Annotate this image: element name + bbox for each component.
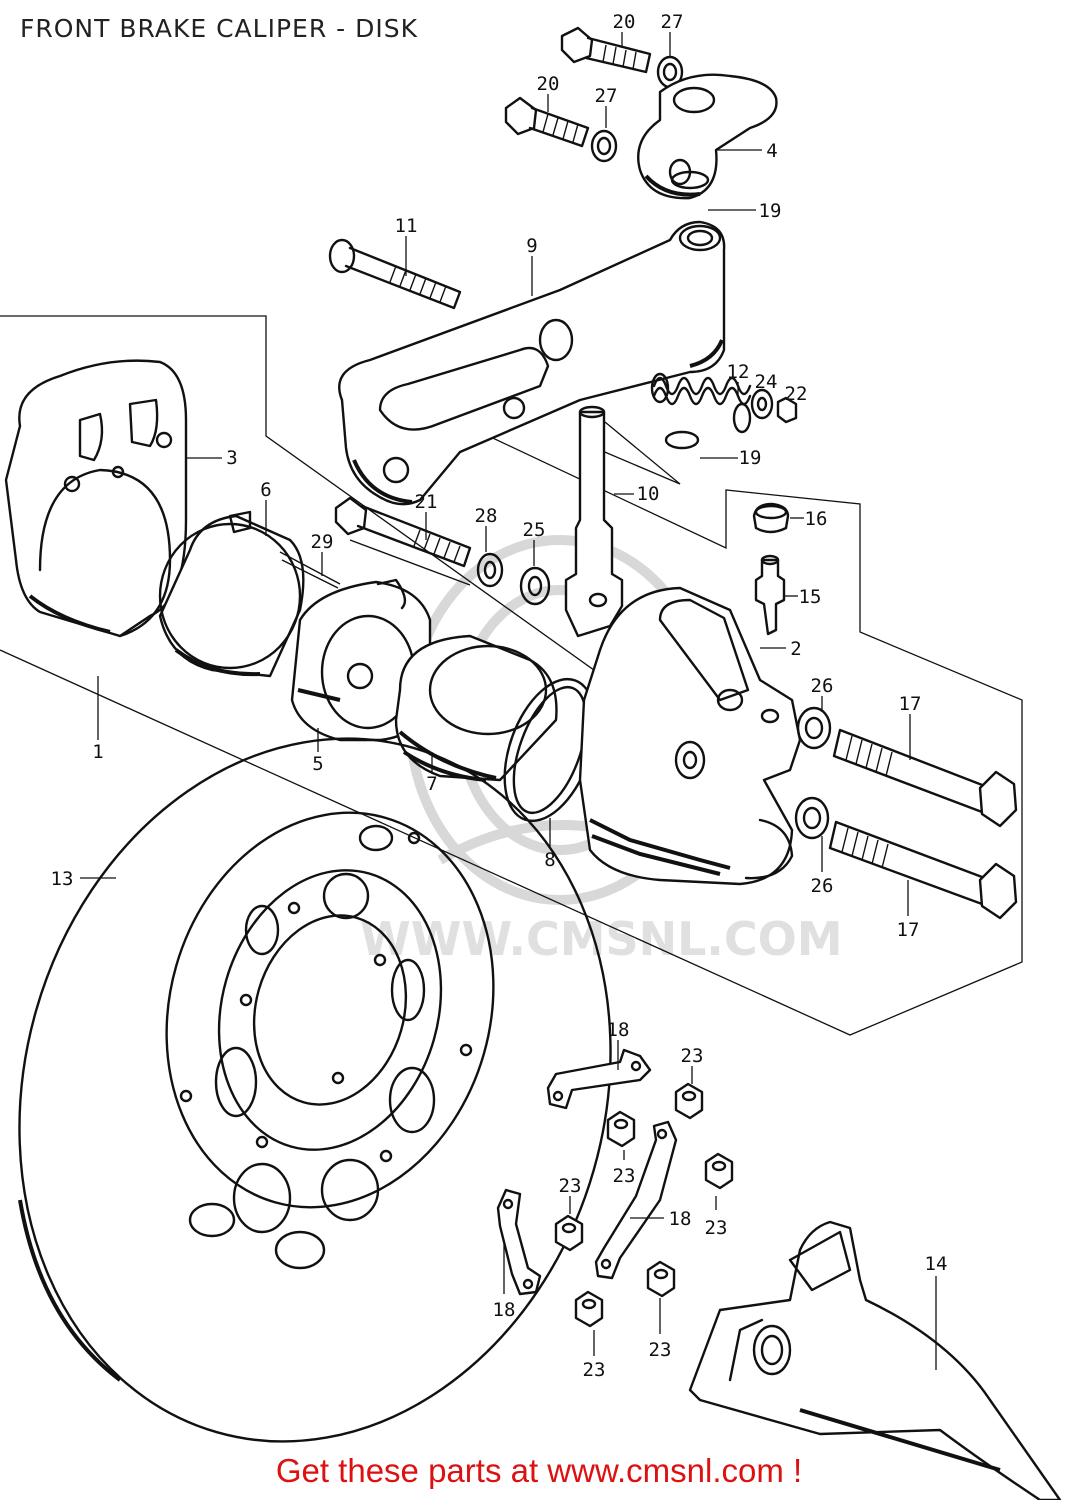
washer-26-lower <box>794 796 830 840</box>
washer-27-lower <box>590 129 618 163</box>
bleeder-screw-15 <box>754 554 786 636</box>
callout-6: 6 <box>260 479 271 501</box>
pad-holder-5 <box>290 578 432 742</box>
callout-24: 24 <box>755 371 778 393</box>
bolt-17-upper <box>832 728 1018 828</box>
pin-29 <box>279 551 341 589</box>
callout-23e: 23 <box>649 1339 672 1361</box>
callout-23b: 23 <box>613 1165 636 1187</box>
callout-16: 16 <box>805 508 828 530</box>
fork-bracket-14 <box>688 1220 1062 1500</box>
bolt-20-lower <box>504 96 590 148</box>
bolt-11 <box>328 238 462 310</box>
o-ring-19-upper <box>670 170 710 190</box>
callout-28: 28 <box>475 505 498 527</box>
callout-26b: 26 <box>811 875 834 897</box>
callout-11: 11 <box>395 215 418 237</box>
callout-23a: 23 <box>681 1045 704 1067</box>
callout-5: 5 <box>312 753 323 775</box>
callout-27b: 27 <box>595 85 618 107</box>
bolt-20-upper <box>560 26 652 74</box>
callout-13: 13 <box>51 868 74 890</box>
page-title: FRONT BRAKE CALIPER - DISK <box>20 14 418 43</box>
pivot-pin-10 <box>564 405 624 638</box>
spring-12 <box>650 372 752 434</box>
callout-29: 29 <box>311 531 334 553</box>
caliper-body-2 <box>578 586 802 886</box>
callout-8: 8 <box>544 849 555 871</box>
washer-25 <box>519 566 551 606</box>
callout-17a: 17 <box>899 693 922 715</box>
lock-plate-18-lower <box>496 1188 542 1296</box>
callout-17b: 17 <box>897 919 920 941</box>
callout-12: 12 <box>727 361 750 383</box>
washer-24 <box>750 388 774 420</box>
callout-14: 14 <box>925 1253 948 1275</box>
callout-3: 3 <box>226 447 237 469</box>
callout-18c: 18 <box>493 1299 516 1321</box>
washer-28 <box>476 552 504 588</box>
callout-19b: 19 <box>739 447 762 469</box>
callout-22: 22 <box>785 383 808 405</box>
callout-4: 4 <box>766 140 777 162</box>
footer-cta: Get these parts at www.cmsnl.com ! <box>0 1452 1078 1490</box>
caliper-cover-3 <box>4 359 188 638</box>
lock-plate-18-middle <box>594 1120 678 1280</box>
brake-pad-6 <box>158 510 305 678</box>
leader-lines <box>80 32 937 1370</box>
callout-23f: 23 <box>583 1359 606 1381</box>
callout-7: 7 <box>426 773 437 795</box>
watermark-text: WWW.CMSNL.COM <box>360 912 843 966</box>
o-ring-19-lower <box>664 430 700 450</box>
callout-labels: 20 27 20 27 4 19 11 9 12 24 22 19 10 3 6… <box>51 11 948 1381</box>
callout-21: 21 <box>415 491 438 513</box>
bleeder-cap-16 <box>752 502 790 534</box>
nut-23-set <box>554 1082 734 1328</box>
callout-2: 2 <box>790 638 801 660</box>
callout-20a: 20 <box>613 11 636 33</box>
callout-26a: 26 <box>811 675 834 697</box>
bolt-17-lower <box>828 820 1018 920</box>
nut-22 <box>776 396 798 424</box>
callout-25: 25 <box>523 519 546 541</box>
callout-1: 1 <box>92 741 103 763</box>
callout-20b: 20 <box>537 73 560 95</box>
cta-link[interactable]: Get these parts at www.cmsnl.com ! <box>275 1452 803 1489</box>
washer-26-upper <box>796 706 832 750</box>
callout-23d: 23 <box>559 1175 582 1197</box>
callout-18a: 18 <box>607 1019 630 1041</box>
assembly-outline-lines <box>0 315 1023 1036</box>
callout-18b: 18 <box>669 1208 692 1230</box>
callout-9: 9 <box>526 235 537 257</box>
callout-23c: 23 <box>705 1217 728 1239</box>
callout-19a: 19 <box>759 200 782 222</box>
callout-10: 10 <box>637 483 660 505</box>
lock-plate-18-upper <box>546 1048 652 1110</box>
callout-27a: 27 <box>661 11 684 33</box>
callout-15: 15 <box>799 586 822 608</box>
bolt-21 <box>334 496 472 568</box>
caliper-arm-9 <box>338 220 726 506</box>
piston-7 <box>394 634 558 782</box>
brake-disc-13 <box>18 737 612 1443</box>
